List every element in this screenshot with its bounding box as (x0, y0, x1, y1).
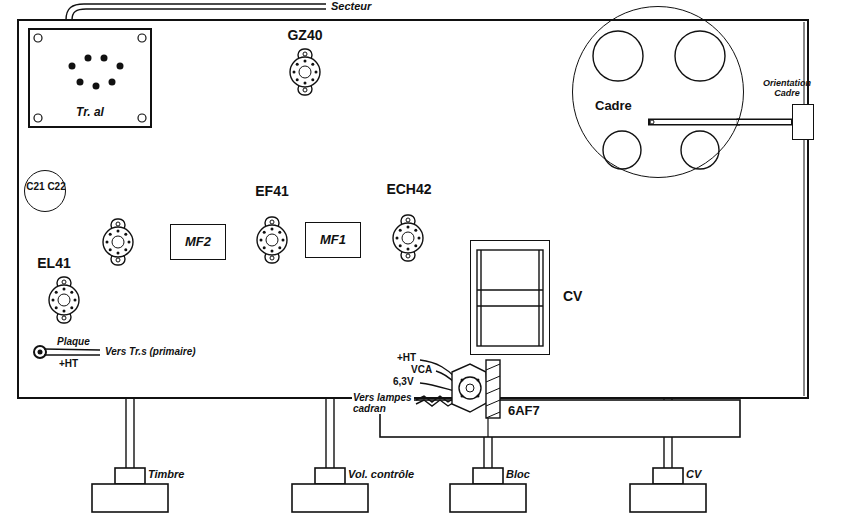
part-label: EL41 (30, 256, 78, 271)
if-transformer: MF2 (170, 224, 226, 260)
tube-socket: GZ40 (281, 28, 329, 48)
part-label: CV (563, 289, 593, 304)
tube-socket: ECH42 (380, 182, 438, 202)
part-label: Vol. contrôle (348, 468, 438, 480)
part-label: GZ40 (281, 28, 329, 43)
cable-label: Secteur (330, 0, 372, 12)
wire-label: Vers lampes cadran (352, 392, 414, 414)
transformer-box: Tr. al (28, 28, 152, 128)
part-label: Cadre (595, 99, 645, 113)
part-label: EF41 (248, 184, 296, 199)
wire-label: Plaque (56, 336, 91, 347)
capacitor-can: C21 C22 (24, 170, 66, 212)
part-label: Tr. al (30, 106, 150, 119)
part-label: 6AF7 (508, 404, 552, 418)
variable-capacitor: CV (470, 240, 550, 355)
tuning-indicator: 6AF7 (452, 360, 502, 418)
orientation-knob: Orientation Cadre (792, 104, 814, 140)
tube-socket: EF41 (248, 184, 296, 204)
part-label: ECH42 (380, 182, 438, 197)
part-label: Timbre (148, 468, 218, 480)
frame-antenna: Cadre (572, 6, 744, 178)
wire-label: VCA (410, 364, 433, 375)
part-label: C21 C22 (25, 181, 67, 192)
wire-label: 6,3V (392, 376, 415, 387)
part-label: Orientation Cadre (757, 79, 817, 99)
if-transformer: MF1 (305, 222, 361, 258)
part-label: CV (686, 468, 716, 480)
front-knob: Timbre (92, 466, 168, 512)
front-knob: Vol. contrôle (292, 466, 368, 512)
front-knob: Bloc (450, 466, 526, 512)
front-knob: CV (630, 466, 706, 512)
tube-socket: EL41 (30, 256, 78, 276)
wire-label: +HT (58, 358, 79, 369)
part-label: MF2 (171, 235, 225, 249)
wire-label: Vers Tr.s (primaire) (104, 346, 197, 357)
part-label: MF1 (306, 233, 360, 247)
part-label: Bloc (506, 468, 546, 480)
wire-label: +HT (396, 352, 417, 363)
orientation-lever (737, 122, 792, 123)
